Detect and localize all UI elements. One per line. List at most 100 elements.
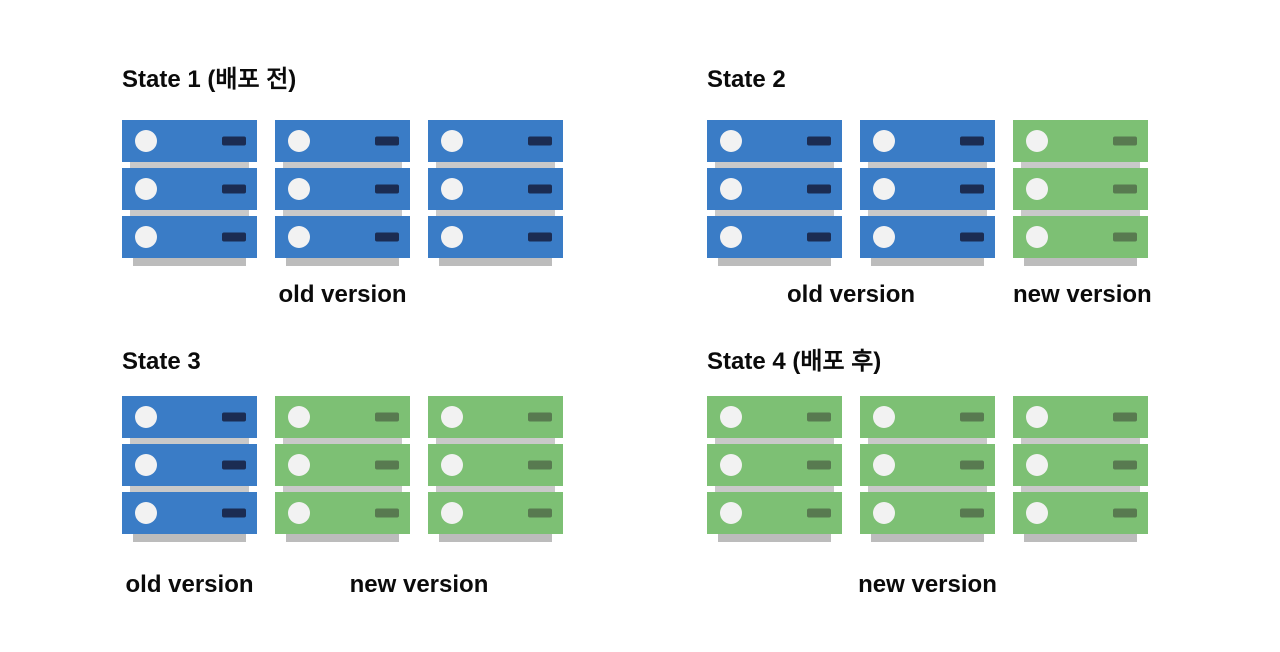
drive-slot-icon [528,232,552,242]
led-circle-icon [720,178,742,200]
led-circle-icon [135,454,157,476]
led-circle-icon [1026,454,1048,476]
server-unit [1013,492,1148,534]
drive-slot-icon [960,460,984,470]
server-unit [122,396,257,438]
version-label: new version [1013,281,1152,308]
stack-separator [122,162,257,168]
server-unit [428,168,563,210]
labels-row: old version [122,280,563,310]
led-circle-icon [1026,130,1048,152]
drive-slot-icon [807,232,831,242]
led-circle-icon [1026,178,1048,200]
stacks-row [707,120,1148,266]
drive-slot-icon [1113,412,1137,422]
stack-shadow [439,534,552,542]
led-circle-icon [720,454,742,476]
led-circle-icon [720,226,742,248]
stack-separator [1013,438,1148,444]
stack-separator [428,438,563,444]
drive-slot-icon [960,508,984,518]
led-circle-icon [441,226,463,248]
drive-slot-icon [960,412,984,422]
version-label: old version [125,571,254,598]
led-circle-icon [873,406,895,428]
version-label: new version [349,571,489,598]
stack-shadow [871,534,984,542]
server-unit [707,396,842,438]
server-unit [275,120,410,162]
drive-slot-icon [807,460,831,470]
led-circle-icon [288,454,310,476]
version-label: old version [278,281,407,308]
drive-slot-icon [222,184,246,194]
led-circle-icon [873,502,895,524]
stack-separator [122,210,257,216]
led-circle-icon [441,502,463,524]
led-circle-icon [288,226,310,248]
panel-title: State 3 [122,348,201,375]
drive-slot-icon [222,232,246,242]
led-circle-icon [720,406,742,428]
server-unit [1013,444,1148,486]
led-circle-icon [135,502,157,524]
server-stack-old-version [275,120,410,266]
server-stack-new-version [275,396,410,542]
server-stack-new-version [428,396,563,542]
server-unit [860,396,995,438]
server-unit [122,216,257,258]
panel-state-1: State 1 (배포 전) old version [122,64,563,310]
stack-separator [1013,162,1148,168]
drive-slot-icon [528,136,552,146]
drive-slot-icon [375,184,399,194]
led-circle-icon [873,178,895,200]
stack-separator [707,438,842,444]
stack-separator [122,438,257,444]
stack-separator [428,486,563,492]
server-stack-new-version [1013,396,1148,542]
stack-separator [275,162,410,168]
server-stack-old-version [860,120,995,266]
panel-state-4: State 4 (배포 후) new version [707,346,1148,600]
led-circle-icon [441,454,463,476]
stack-shadow [439,258,552,266]
led-circle-icon [873,226,895,248]
drive-slot-icon [807,184,831,194]
drive-slot-icon [222,508,246,518]
led-circle-icon [288,178,310,200]
stack-separator [860,162,995,168]
led-circle-icon [873,454,895,476]
stack-shadow [718,258,831,266]
server-unit [860,444,995,486]
stack-shadow [718,534,831,542]
drive-slot-icon [375,460,399,470]
server-unit [707,492,842,534]
server-stack-old-version [122,396,257,542]
server-unit [122,168,257,210]
server-unit [428,444,563,486]
stack-separator [275,438,410,444]
server-unit [122,444,257,486]
led-circle-icon [1026,406,1048,428]
stack-shadow [286,534,399,542]
led-circle-icon [720,502,742,524]
drive-slot-icon [960,184,984,194]
server-stack-new-version [707,396,842,542]
stack-shadow [133,258,246,266]
server-unit [860,216,995,258]
stacks-row [707,396,1148,542]
drive-slot-icon [528,412,552,422]
led-circle-icon [135,226,157,248]
led-circle-icon [873,130,895,152]
stacks-row [122,396,563,542]
server-unit [1013,396,1148,438]
stack-separator [275,486,410,492]
panel-state-3: State 3 old version new version [122,346,563,600]
server-unit [707,168,842,210]
stack-separator [1013,486,1148,492]
server-unit [860,120,995,162]
led-circle-icon [441,406,463,428]
panel-title: State 4 (배포 후) [707,348,882,375]
